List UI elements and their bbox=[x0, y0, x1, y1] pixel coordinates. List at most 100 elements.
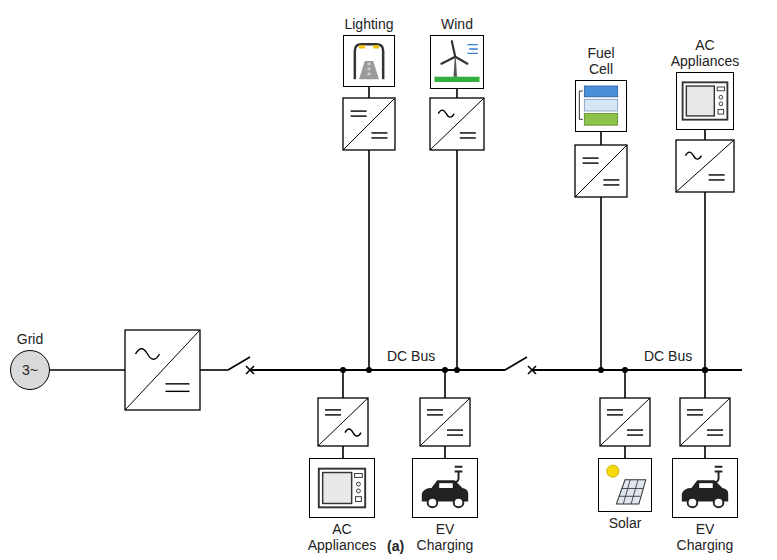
lighting-icon: Lighting bbox=[343, 35, 395, 87]
dc-symbol bbox=[351, 110, 367, 111]
wire bbox=[704, 130, 706, 140]
icon-picture bbox=[413, 459, 477, 517]
dc-symbol bbox=[447, 434, 463, 435]
wire bbox=[600, 132, 602, 145]
dc-symbol bbox=[627, 429, 643, 430]
bus-junction bbox=[366, 367, 372, 373]
converter-diagonal bbox=[420, 398, 470, 446]
dc-symbol bbox=[351, 115, 367, 116]
wire bbox=[444, 370, 446, 398]
dc-symbol bbox=[603, 179, 619, 180]
node-label: Fuel Cell bbox=[580, 45, 622, 77]
appliance-icon: AC Appliances bbox=[676, 72, 734, 130]
icon-picture bbox=[673, 459, 737, 517]
wire bbox=[250, 369, 505, 371]
converter-diagonal bbox=[430, 98, 484, 150]
bus-junction bbox=[622, 367, 628, 373]
wire bbox=[228, 357, 250, 370]
dc-symbol bbox=[607, 409, 623, 410]
dc-symbol bbox=[583, 157, 599, 158]
dc-symbol bbox=[325, 414, 341, 415]
dc-symbol bbox=[371, 132, 387, 133]
converter-diagonal bbox=[680, 398, 730, 446]
converter-box bbox=[430, 98, 484, 150]
dc-symbol bbox=[707, 429, 723, 430]
bus-label: DC Bus bbox=[385, 348, 437, 364]
dc-symbol bbox=[460, 137, 476, 138]
bus-junction bbox=[702, 367, 708, 373]
solar-panel-icon: Solar bbox=[598, 458, 652, 512]
dc-symbol bbox=[627, 434, 643, 435]
fuel-cell-icon: Fuel Cell bbox=[575, 80, 627, 132]
converter-box bbox=[680, 398, 730, 446]
converter-diagonal bbox=[318, 398, 368, 446]
wire bbox=[50, 369, 125, 371]
node-label: Solar bbox=[590, 515, 660, 531]
icon-picture bbox=[599, 459, 651, 511]
wire bbox=[456, 89, 458, 98]
icon-picture bbox=[310, 459, 374, 517]
dc-symbol bbox=[371, 137, 387, 138]
node-label: AC Appliances bbox=[302, 521, 382, 553]
ac-symbol bbox=[438, 110, 454, 117]
converter-box bbox=[125, 330, 200, 410]
dc-symbol bbox=[427, 409, 443, 410]
wire bbox=[200, 369, 228, 371]
bus-label: DC Bus bbox=[642, 348, 694, 364]
ev-icon: EV Charging bbox=[412, 458, 478, 518]
wire bbox=[456, 150, 458, 370]
node-label: Grid bbox=[5, 331, 55, 347]
ac-symbol bbox=[345, 429, 361, 436]
node-label: EV Charging bbox=[669, 521, 741, 553]
wire bbox=[444, 446, 446, 458]
bus-junction bbox=[598, 367, 604, 373]
node-label: Lighting bbox=[329, 16, 409, 32]
converter-diagonal bbox=[676, 140, 734, 192]
phase-label: 3~ bbox=[11, 351, 49, 389]
ac-symbol bbox=[136, 349, 160, 360]
dc-symbol bbox=[709, 174, 725, 175]
bus-junction bbox=[454, 367, 460, 373]
wire bbox=[704, 370, 706, 398]
ac-symbol bbox=[685, 152, 701, 159]
converter-box bbox=[676, 140, 734, 192]
wire bbox=[532, 369, 742, 371]
converter-diagonal bbox=[343, 98, 395, 150]
dc-symbol bbox=[447, 429, 463, 430]
wire bbox=[342, 370, 344, 398]
wire bbox=[704, 446, 706, 458]
wire bbox=[342, 446, 344, 458]
dc-symbol bbox=[707, 434, 723, 435]
dc-symbol bbox=[583, 162, 599, 163]
dc-symbol bbox=[166, 391, 190, 392]
wire bbox=[624, 370, 626, 398]
wire bbox=[505, 357, 527, 370]
wire bbox=[600, 197, 602, 370]
dc-symbol bbox=[607, 414, 623, 415]
converter-diagonal bbox=[125, 330, 200, 410]
wire bbox=[368, 150, 370, 370]
dc-symbol bbox=[427, 414, 443, 415]
dc-symbol bbox=[325, 409, 341, 410]
converter-box bbox=[318, 398, 368, 446]
grid-source: Grid3~ bbox=[10, 350, 50, 390]
dc-symbol bbox=[709, 179, 725, 180]
subfigure-caption: (a) bbox=[385, 538, 406, 554]
wire bbox=[624, 446, 626, 458]
icon-picture bbox=[576, 81, 626, 131]
icon-picture bbox=[677, 73, 733, 129]
converter-diagonal bbox=[575, 145, 627, 197]
dc-symbol bbox=[687, 414, 703, 415]
converter-diagonal bbox=[600, 398, 650, 446]
wire bbox=[368, 87, 370, 98]
wind-turbine-icon: Wind bbox=[430, 35, 484, 89]
node-label: EV Charging bbox=[409, 521, 481, 553]
dc-symbol bbox=[687, 409, 703, 410]
converter-box bbox=[420, 398, 470, 446]
node-label: Wind bbox=[417, 16, 497, 32]
converter-box bbox=[575, 145, 627, 197]
node-label: AC Appliances bbox=[665, 37, 745, 69]
appliance-icon: AC Appliances bbox=[309, 458, 375, 518]
wire bbox=[704, 192, 706, 370]
converter-box bbox=[600, 398, 650, 446]
